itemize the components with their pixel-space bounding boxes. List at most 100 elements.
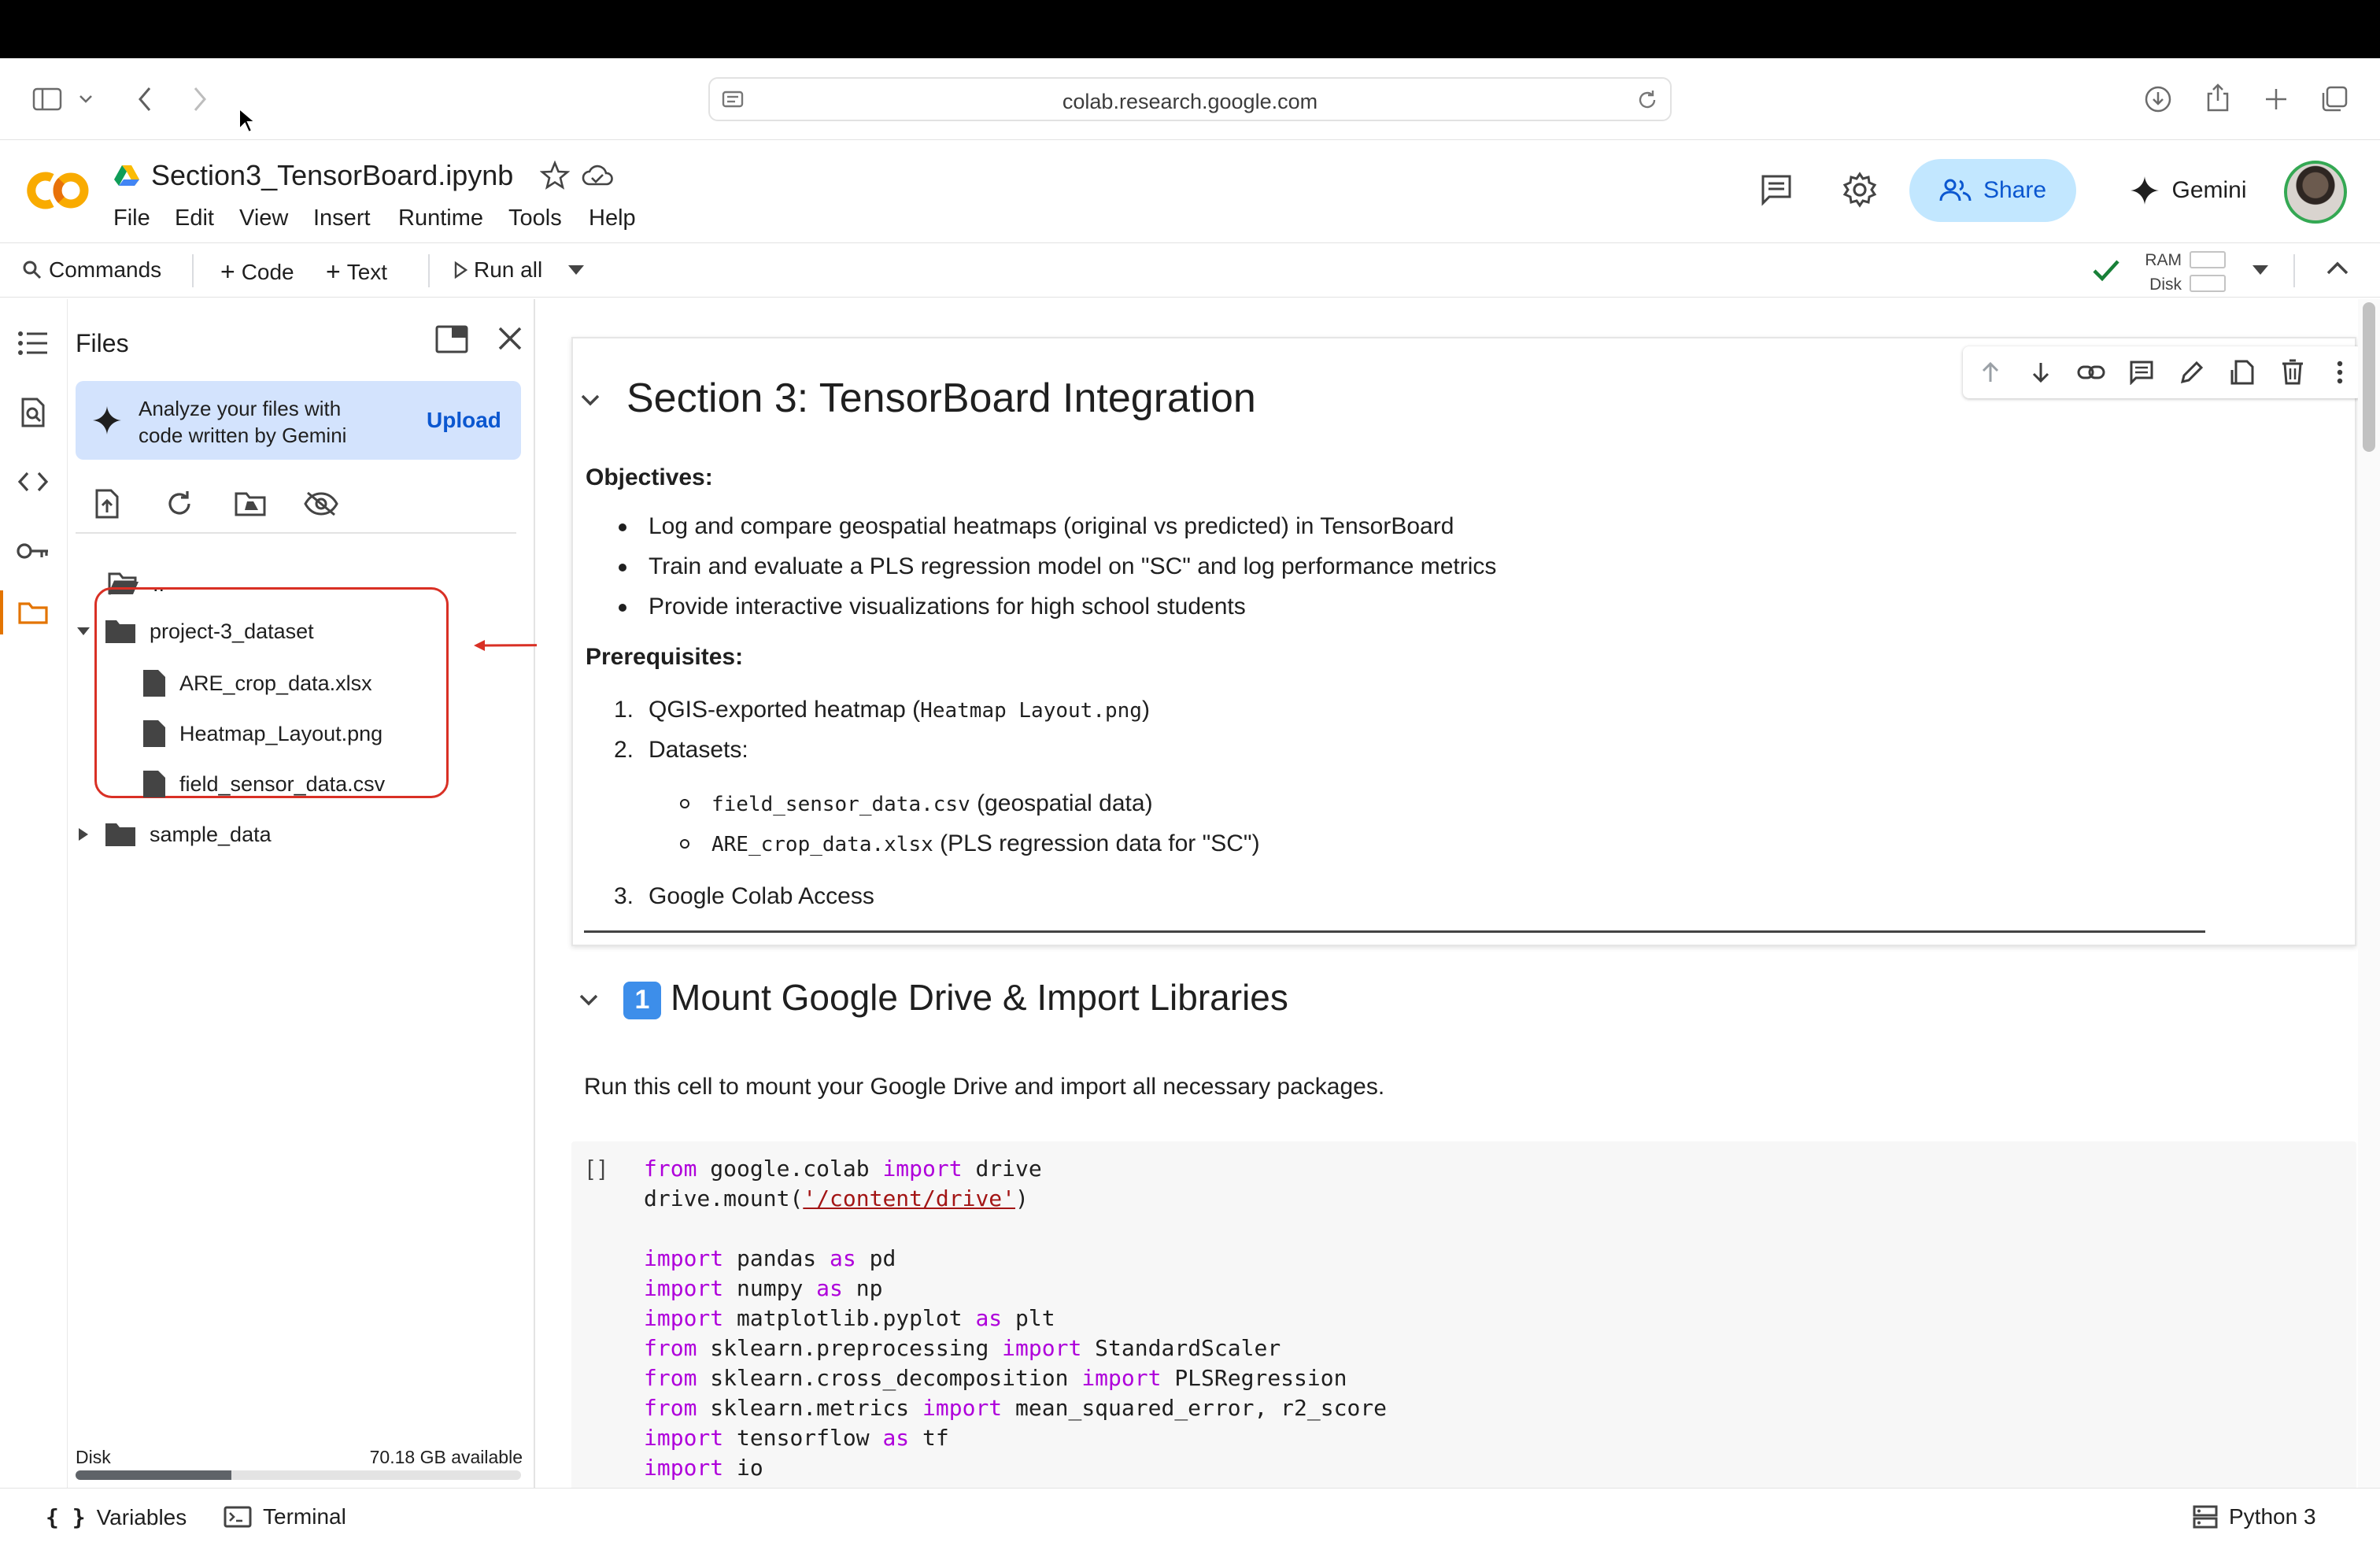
tree-item-project-3-dataset[interactable]: project-3_dataset [76, 609, 314, 653]
files-panel-title: Files [76, 329, 129, 357]
code-cell-mount-imports[interactable]: [ ] from google.colab import drive drive… [571, 1141, 2356, 1488]
terminal-icon [224, 1506, 252, 1528]
run-cell-button[interactable]: [ ] [587, 1156, 606, 1180]
commands-button[interactable]: Commands [22, 257, 161, 283]
scrollbar-thumb[interactable] [2363, 302, 2375, 452]
toolbar-divider [2293, 254, 2295, 287]
collapse-section-icon[interactable] [576, 386, 604, 414]
link-icon[interactable] [2073, 354, 2109, 390]
sidebar-toggle-icon[interactable] [30, 82, 65, 117]
comments-icon[interactable] [1760, 173, 1793, 206]
user-avatar[interactable] [2284, 161, 2347, 224]
move-up-icon[interactable] [1972, 354, 2009, 390]
share-page-icon[interactable] [2201, 80, 2235, 115]
variables-button[interactable]: { } Variables [46, 1504, 187, 1530]
download-icon[interactable] [2141, 82, 2175, 117]
disk-label: Disk [2149, 276, 2182, 294]
site-settings-icon[interactable] [721, 88, 745, 112]
menu-tools[interactable]: Tools [508, 205, 562, 231]
mirror-cell-icon[interactable] [2224, 354, 2260, 390]
folder-icon [105, 823, 135, 846]
more-options-icon[interactable] [2322, 354, 2358, 390]
gemini-sparkle-icon [91, 405, 123, 436]
dataset-item: ARE_crop_data.xlsx (PLS regression data … [711, 830, 1260, 857]
collapse-header-icon[interactable] [2325, 259, 2350, 278]
tab-overview-icon[interactable] [2317, 82, 2352, 117]
active-indicator [0, 590, 3, 634]
keycap-one-icon: 1 [623, 981, 661, 1019]
markdown-cell-section3[interactable]: Section 3: TensorBoard Integration Objec… [571, 337, 2358, 946]
menu-runtime[interactable]: Runtime [398, 205, 483, 231]
tree-item-sample-data[interactable]: sample_data [76, 812, 272, 856]
secrets-key-icon[interactable] [14, 532, 52, 570]
menu-insert[interactable]: Insert [313, 205, 371, 231]
share-button[interactable]: Share [1909, 159, 2076, 222]
tree-item-are-crop-data[interactable]: ARE_crop_data.xlsx [142, 661, 372, 705]
reload-icon[interactable] [1635, 88, 1659, 112]
delete-icon[interactable] [2275, 354, 2311, 390]
bullet [619, 604, 626, 612]
resources-dropdown-icon[interactable] [2251, 264, 2270, 276]
find-replace-icon[interactable] [14, 394, 52, 431]
mount-drive-icon[interactable] [231, 485, 269, 523]
code-line: from sklearn.metrics import mean_squared… [644, 1395, 1388, 1421]
new-tab-icon[interactable] [2259, 82, 2293, 117]
bullet [619, 523, 626, 531]
disk-usage-bar [76, 1470, 521, 1480]
files-folder-icon[interactable] [14, 594, 52, 631]
notebook-title[interactable]: Section3_TensorBoard.ipynb [151, 159, 514, 191]
disk-available-text: 70.18 GB available [369, 1447, 523, 1467]
objectives-label: Objectives: [586, 464, 713, 490]
tree-item-field-sensor-data[interactable]: field_sensor_data.csv [142, 762, 385, 806]
notebook-scrollbar[interactable] [2358, 299, 2380, 1488]
upload-file-icon[interactable] [88, 485, 126, 523]
add-text-button[interactable]: + Text [326, 257, 387, 287]
star-icon[interactable] [540, 161, 570, 190]
notebook-toolbar: Commands + Code + Text Run all RAM Disk [0, 242, 2380, 298]
hide-files-icon[interactable] [302, 485, 340, 523]
menu-file[interactable]: File [113, 205, 150, 231]
expand-arrow-down-icon[interactable] [76, 625, 91, 638]
table-of-contents-icon[interactable] [14, 324, 52, 362]
disk-usage-fill [76, 1470, 232, 1480]
code-line: import matplotlib.pyplot as plt [644, 1305, 1055, 1331]
banner-text-line2: code written by Gemini [139, 423, 347, 447]
tree-item-heatmap-layout[interactable]: Heatmap_Layout.png [142, 712, 382, 756]
forward-icon[interactable] [183, 82, 217, 117]
prereq-number: 3. [614, 883, 634, 909]
edit-pencil-icon[interactable] [2174, 354, 2210, 390]
address-bar[interactable]: colab.research.google.com [708, 77, 1672, 121]
mount-description: Run this cell to mount your Google Drive… [584, 1074, 1385, 1100]
highlight-annotation-box [94, 587, 449, 798]
colab-logo[interactable] [22, 168, 93, 213]
gemini-button[interactable]: Gemini [2109, 159, 2267, 222]
collapse-section-icon[interactable] [575, 986, 603, 1014]
close-icon[interactable] [496, 324, 524, 353]
chevron-down-icon[interactable] [74, 82, 98, 117]
prereq-item: QGIS-exported heatmap (Heatmap Layout.pn… [649, 697, 1150, 723]
tree-item-label: ARE_crop_data.xlsx [179, 671, 372, 695]
section-heading: Section 3: TensorBoard Integration [626, 375, 1256, 421]
expand-arrow-right-icon[interactable] [76, 827, 91, 842]
resource-labels[interactable]: RAM Disk [2142, 248, 2182, 297]
run-all-dropdown-icon[interactable] [567, 264, 586, 276]
code-snippets-icon[interactable] [14, 463, 52, 501]
search-icon [23, 261, 42, 279]
back-icon[interactable] [128, 82, 162, 117]
menu-view[interactable]: View [239, 205, 289, 231]
open-in-tab-icon[interactable] [434, 324, 469, 354]
runtime-info[interactable]: Python 3 [2193, 1504, 2316, 1529]
menu-help[interactable]: Help [589, 205, 636, 231]
upload-button[interactable]: Upload [427, 408, 501, 432]
refresh-icon[interactable] [161, 485, 198, 523]
server-icon [2193, 1505, 2218, 1529]
move-down-icon[interactable] [2023, 354, 2059, 390]
run-all-button[interactable]: Run all [453, 257, 542, 283]
people-icon [1939, 179, 1972, 202]
comment-icon[interactable] [2123, 354, 2160, 390]
menu-edit[interactable]: Edit [175, 205, 214, 231]
settings-gear-icon[interactable] [1842, 172, 1878, 208]
terminal-button[interactable]: Terminal [224, 1504, 346, 1529]
code-line: from google.colab import drive [644, 1156, 1042, 1182]
add-code-button[interactable]: + Code [220, 257, 294, 287]
